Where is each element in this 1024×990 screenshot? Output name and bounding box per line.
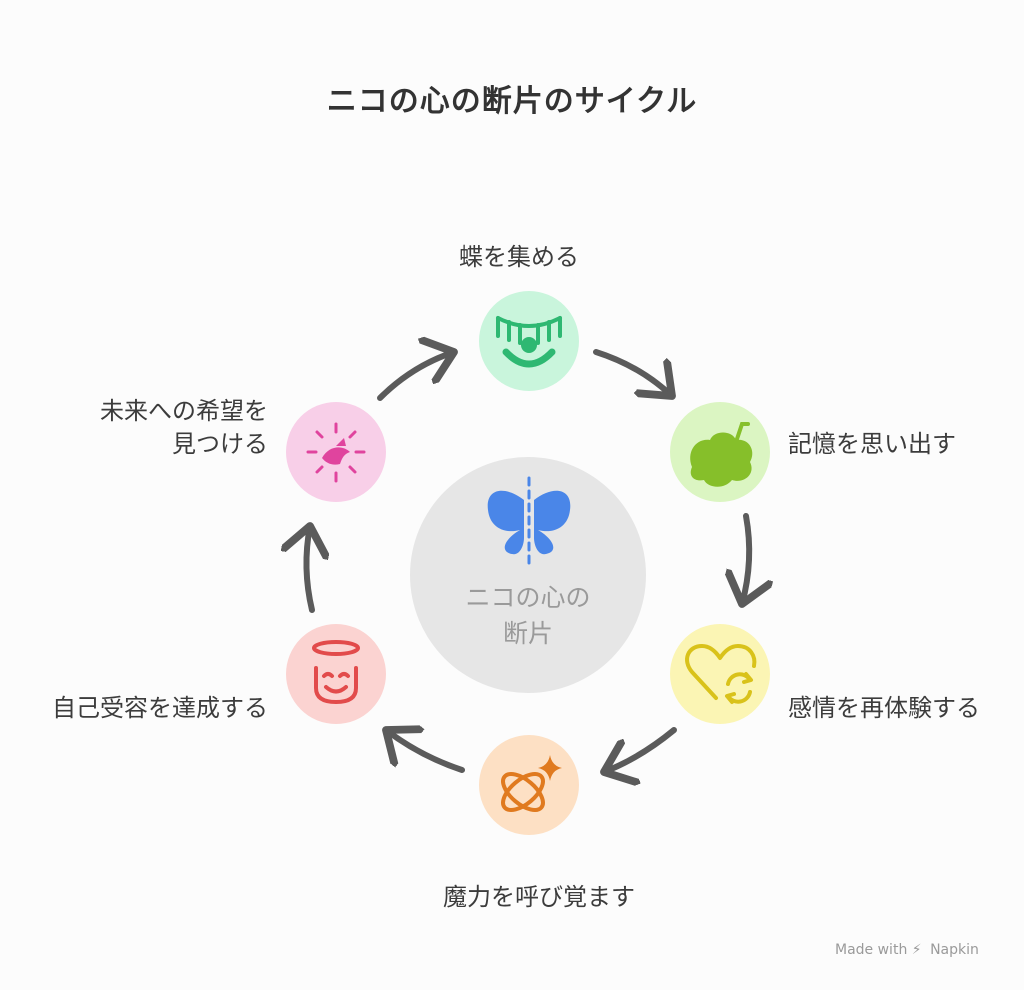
step-label-recall: 記憶を思い出す bbox=[788, 430, 956, 458]
step-label-hope: 未来への希望を 見つける bbox=[100, 395, 268, 461]
made-with-text: Made with bbox=[835, 942, 908, 958]
arrow-recall-to-emotion bbox=[742, 513, 749, 604]
heart-cycle-icon bbox=[685, 644, 757, 704]
napkin-logo-icon: ⚡ bbox=[911, 942, 922, 958]
step-label-hope-line1: 未来への希望を bbox=[100, 397, 268, 425]
step-circle-emotion bbox=[670, 624, 770, 724]
made-with-credit: Made with ⚡ Napkin bbox=[835, 942, 979, 958]
step-circle-acceptance bbox=[286, 624, 386, 724]
diagram-title: ニコの心の断片のサイクル bbox=[326, 84, 698, 119]
step-label-hope-line2: 見つける bbox=[172, 430, 268, 458]
arrow-acceptance-to-hope bbox=[306, 526, 312, 613]
step-label-emotion: 感情を再体験する bbox=[788, 694, 980, 722]
center-circle bbox=[410, 457, 646, 693]
center-label-line2: 断片 bbox=[502, 619, 553, 648]
brain-recall-icon bbox=[690, 422, 753, 487]
center-label-line1: ニコの心の bbox=[465, 583, 591, 612]
butterfly-net-icon-head bbox=[521, 337, 537, 353]
arrow-magic-to-acceptance bbox=[386, 730, 465, 773]
arrow-emotion-to-magic bbox=[604, 727, 677, 772]
center-label: ニコの心の 断片 bbox=[418, 580, 638, 652]
magic-orbit-icon bbox=[501, 772, 545, 812]
napkin-brand: Napkin bbox=[930, 942, 979, 958]
sunrise-bird-icon-body bbox=[322, 438, 350, 465]
sparkle-icon bbox=[538, 755, 562, 781]
butterfly-icon bbox=[487, 476, 571, 567]
step-circle-magic bbox=[479, 735, 579, 835]
step-label-magic: 魔力を呼び覚ます bbox=[443, 883, 635, 911]
butterfly-net-icon bbox=[496, 316, 562, 368]
arrow-hope-to-collect bbox=[377, 352, 454, 401]
step-label-collect: 蝶を集める bbox=[459, 243, 579, 271]
sunrise-bird-icon bbox=[306, 422, 366, 483]
arrow-collect-to-recall bbox=[593, 349, 672, 396]
step-label-acceptance: 自己受容を達成する bbox=[52, 694, 268, 722]
halo-face-icon bbox=[312, 640, 360, 705]
